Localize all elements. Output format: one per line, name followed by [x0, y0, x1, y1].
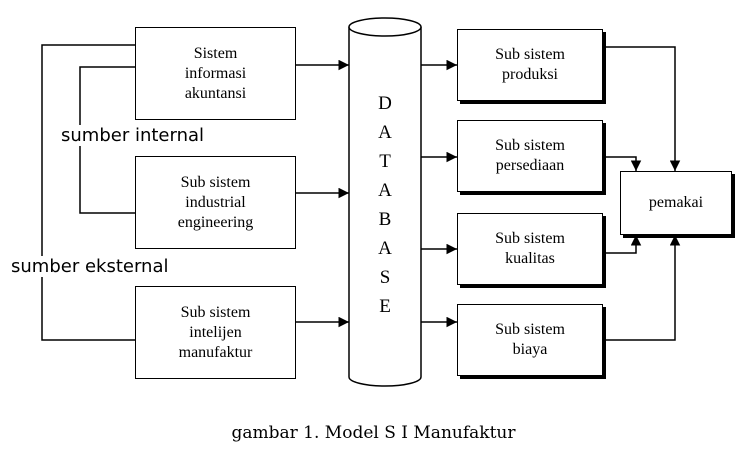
- external-source-label: sumber eksternal: [9, 256, 171, 277]
- figure-caption: gambar 1. Model S I Manufaktur: [231, 423, 516, 443]
- arrow-persediaan-pemakai: [603, 156, 642, 171]
- database-label: D A T A B A S E: [349, 27, 421, 387]
- box-sistem-informasi-akuntansi: Sistem informasi akuntansi: [135, 27, 296, 120]
- database-letter: A: [378, 122, 392, 143]
- database-letter: A: [378, 238, 392, 259]
- arrow-biaya-pemakai: [603, 235, 681, 341]
- arrow-kualitas-pemakai: [603, 235, 642, 254]
- database-letter: S: [379, 267, 391, 288]
- database-letter: B: [378, 209, 392, 230]
- database-cylinder-body: [348, 27, 422, 387]
- box-sub-sistem-biaya: Sub sistem biaya: [457, 304, 603, 376]
- box-sub-sistem-persediaan: Sub sistem persediaan: [457, 120, 603, 192]
- database-letter: A: [378, 180, 392, 201]
- database-letter: E: [379, 296, 391, 317]
- box-intelijen-manufaktur: Sub sistem intelijen manufaktur: [135, 286, 296, 379]
- database-cylinder-top: [348, 17, 422, 37]
- internal-source-label: sumber internal: [59, 125, 207, 146]
- database-letter: T: [379, 151, 391, 172]
- arrow-produksi-pemakai: [603, 46, 681, 171]
- box-sub-sistem-produksi: Sub sistem produksi: [457, 29, 603, 101]
- box-sub-sistem-kualitas: Sub sistem kualitas: [457, 213, 603, 285]
- box-industrial-engineering: Sub sistem industrial engineering: [135, 156, 296, 249]
- external-source-line: [41, 44, 135, 341]
- box-pemakai: pemakai: [620, 171, 732, 235]
- database-letter: D: [378, 93, 392, 114]
